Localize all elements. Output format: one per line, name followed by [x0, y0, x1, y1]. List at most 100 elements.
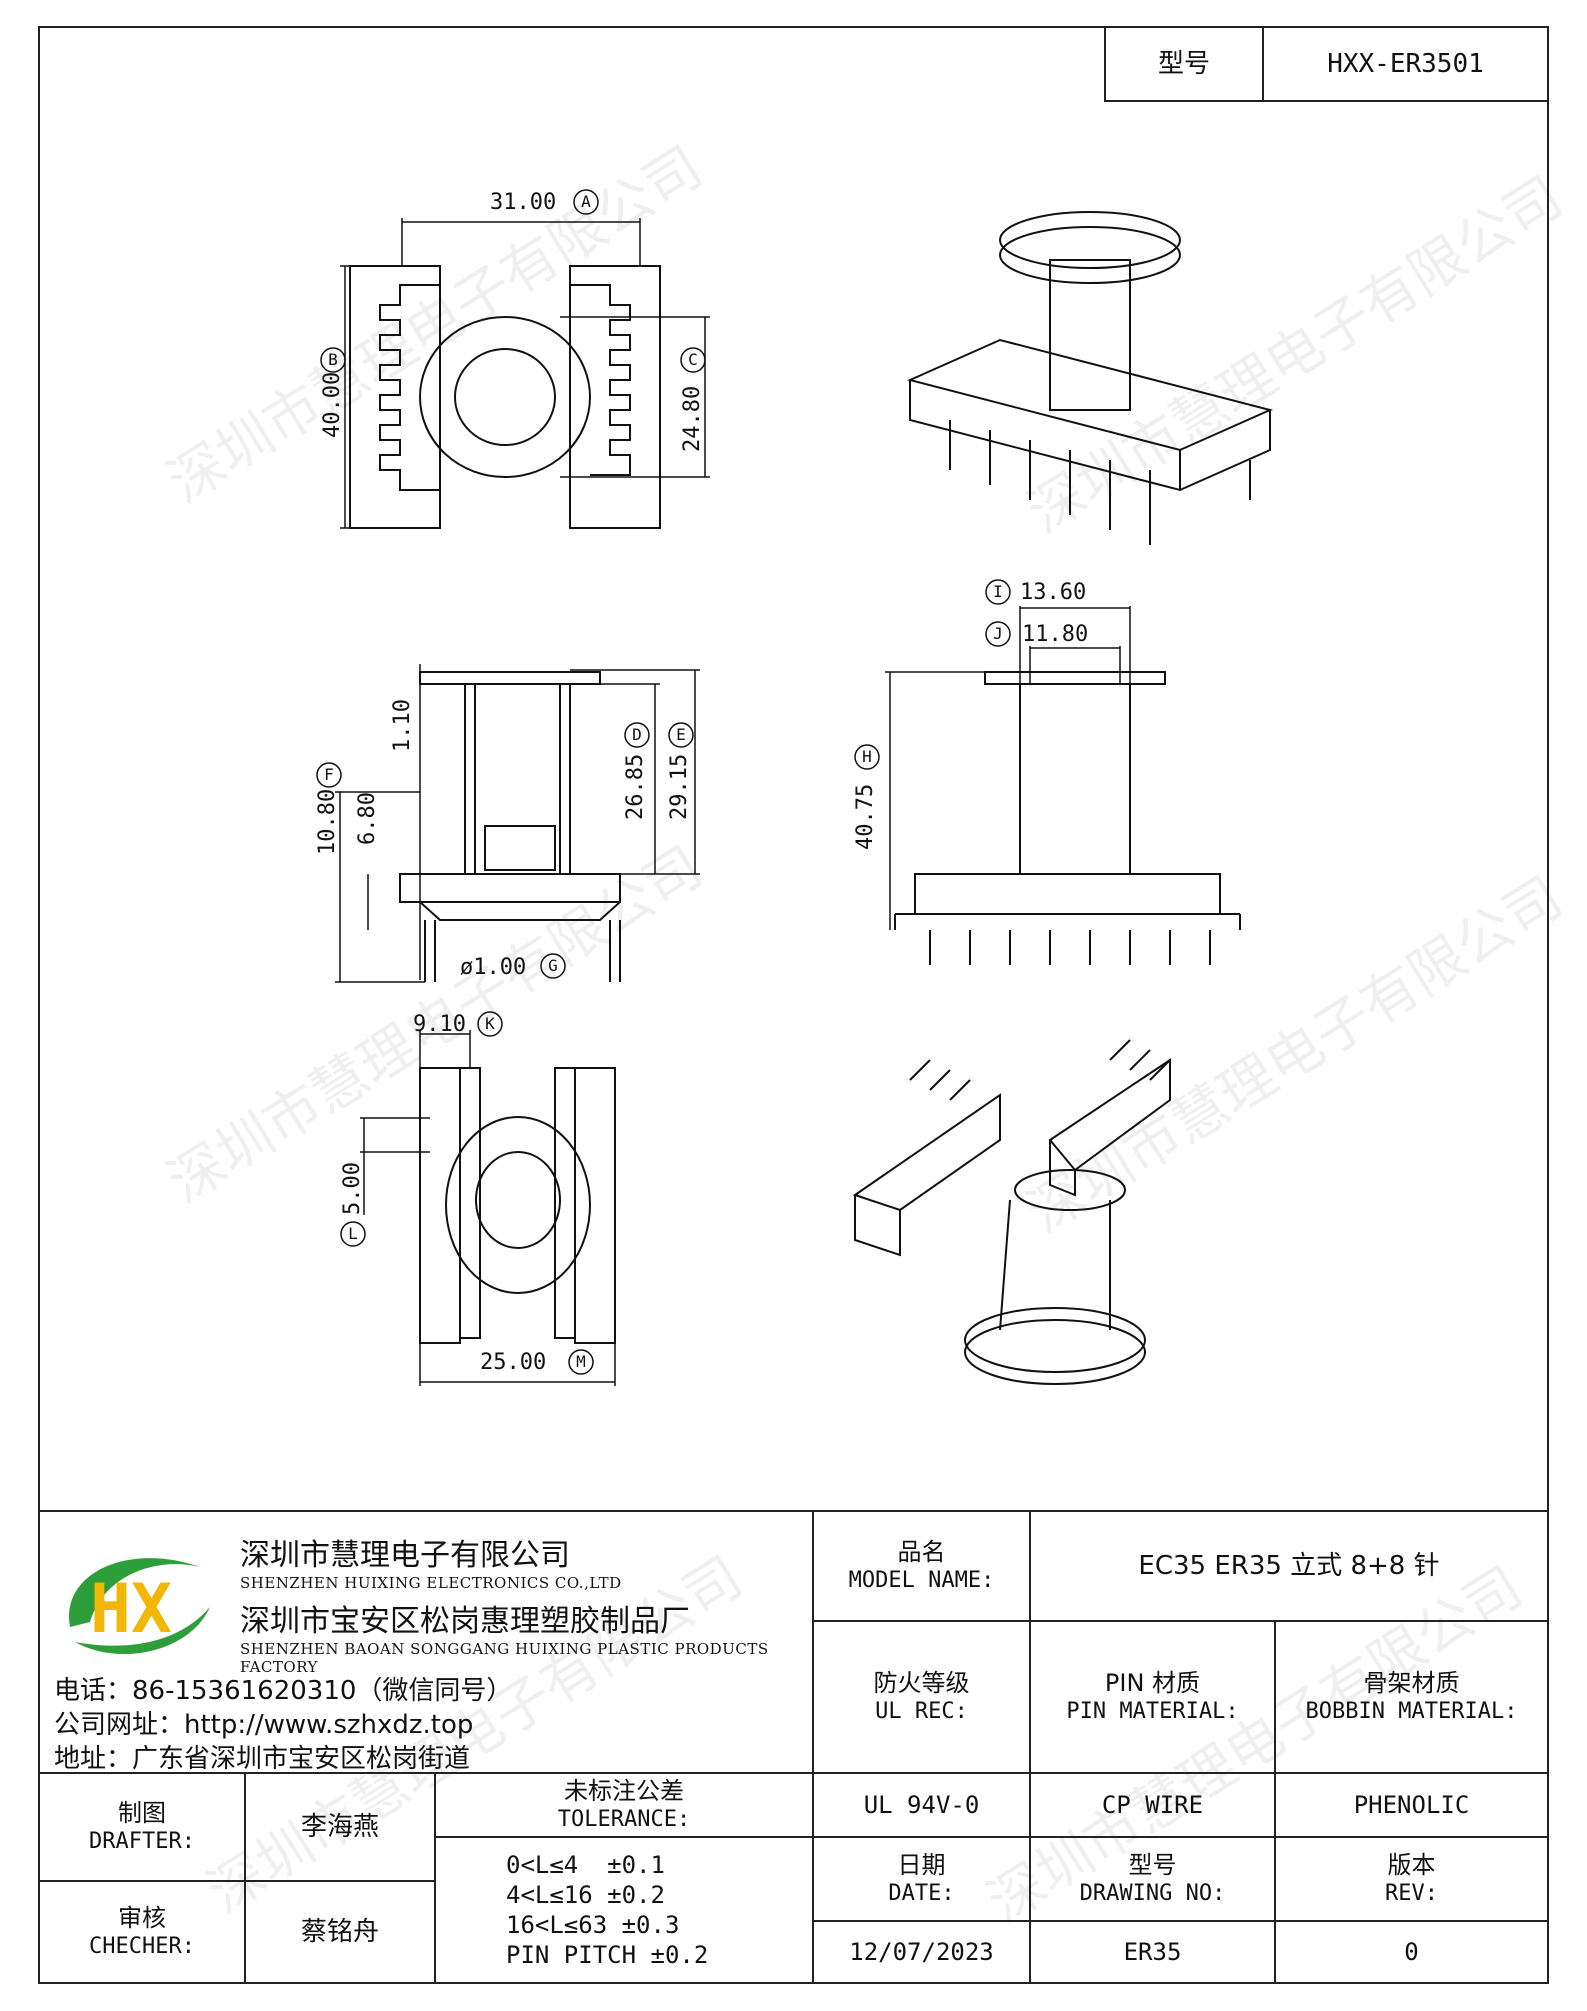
title-block-border — [38, 1510, 1549, 1512]
factory-name-en: SHENZHEN BAOAN SONGGANG HUIXING PLASTIC … — [240, 1640, 769, 1676]
checker-name-cell: 蔡铭舟 — [244, 1880, 436, 1984]
drawing-no-value: ER35 — [1123, 1938, 1182, 1966]
company-area: HX 深圳市慧理电子有限公司 SHENZHEN HUIXING ELECTRON… — [40, 1512, 814, 1774]
drafter-name-cell: 李海燕 — [244, 1772, 436, 1882]
company-name-cn: 深圳市慧理电子有限公司 — [240, 1538, 570, 1573]
dim-g: ø1.00 — [460, 955, 527, 980]
checker-label-cell: 审核 CHECHER: — [38, 1880, 246, 1984]
dim-f: 10.80 — [315, 788, 340, 855]
marker-k: K — [485, 1014, 495, 1033]
drafter-cn: 制图 — [118, 1799, 166, 1828]
dim-d: 26.85 — [623, 753, 648, 820]
pin-value-cell: CP WIRE — [1029, 1772, 1276, 1838]
dim-a: 31.00 — [490, 190, 557, 215]
bobbin-value: PHENOLIC — [1353, 1791, 1470, 1819]
checker-name: 蔡铭舟 — [300, 1916, 379, 1947]
marker-m: M — [576, 1352, 586, 1371]
rev-value-cell: 0 — [1274, 1920, 1549, 1984]
logo-text: HX — [90, 1570, 172, 1649]
company-name-en: SHENZHEN HUIXING ELECTRONICS CO.,LTD — [240, 1574, 622, 1592]
dim-i: 13.60 — [1020, 580, 1087, 605]
rev-label-cell: 版本 REV: — [1274, 1836, 1549, 1922]
model-name-label-cell: 品名 MODEL NAME: — [812, 1510, 1031, 1622]
tolerance-line: 16<L≤63 ±0.3 — [506, 1911, 680, 1939]
marker-h: H — [862, 747, 872, 766]
checker-cn: 审核 — [118, 1904, 166, 1933]
marker-e: E — [676, 725, 686, 744]
dim-c: 24.80 — [680, 385, 705, 452]
dim-h1: 1.10 — [390, 699, 415, 752]
marker-g: G — [548, 956, 558, 975]
pin-label-cell: PIN 材质 PIN MATERIAL: — [1029, 1620, 1276, 1774]
marker-j: J — [993, 624, 1003, 643]
company-phone: 电话：86-15361620310（微信同号） — [54, 1676, 513, 1706]
ul-label-cell: 防火等级 UL REC: — [812, 1620, 1031, 1774]
dim-b: 40.00 — [320, 371, 345, 438]
marker-l: L — [348, 1224, 358, 1243]
date-en: DATE: — [888, 1881, 955, 1907]
bobbin-value-cell: PHENOLIC — [1274, 1772, 1549, 1838]
tolerance-en: TOLERANCE: — [557, 1807, 691, 1833]
ul-value-cell: UL 94V-0 — [812, 1772, 1031, 1838]
tolerance-label-cell: 未标注公差 TOLERANCE: — [434, 1772, 814, 1838]
front-view — [885, 606, 1241, 965]
tolerance-line: 0<L≤4 ±0.1 — [506, 1851, 665, 1879]
bobbin-cn: 骨架材质 — [1363, 1669, 1460, 1698]
rev-value: 0 — [1404, 1938, 1419, 1966]
model-label: 型号 — [1157, 48, 1210, 79]
date-cn: 日期 — [897, 1851, 946, 1880]
model-name-value: EC35 ER35 立式 8+8 针 — [1138, 1550, 1440, 1581]
model-value: HXX-ER3501 — [1327, 48, 1484, 79]
dimension-markers — [316, 189, 1011, 1375]
ul-en: UL REC: — [875, 1699, 968, 1725]
ul-value: UL 94V-0 — [863, 1791, 980, 1819]
model-name-value-cell: EC35 ER35 立式 8+8 针 — [1029, 1510, 1549, 1622]
model-value-cell: HXX-ER3501 — [1262, 26, 1549, 102]
model-name-cn: 品名 — [897, 1538, 946, 1567]
company-logo: HX — [69, 1558, 210, 1655]
isometric-view-bottom — [852, 1039, 1171, 1385]
rev-en: REV: — [1385, 1881, 1438, 1907]
dim-hh: 40.75 — [853, 783, 878, 850]
dim-h2: 6.80 — [355, 792, 380, 845]
drafter-name: 李海燕 — [300, 1811, 379, 1842]
dim-e: 29.15 — [667, 753, 692, 820]
tolerance-line: 4<L≤16 ±0.2 — [506, 1881, 665, 1909]
company-website: 公司网址：http://www.szhxdz.top — [54, 1710, 474, 1740]
top-view — [340, 218, 710, 529]
date-label-cell: 日期 DATE: — [812, 1836, 1031, 1922]
dim-j: 11.80 — [1022, 622, 1089, 647]
drawing-en: DRAWING NO: — [1079, 1881, 1226, 1907]
marker-d: D — [632, 725, 642, 744]
bobbin-en: BOBBIN MATERIAL: — [1305, 1699, 1518, 1725]
date-value-cell: 12/07/2023 — [812, 1920, 1031, 1984]
isometric-view-top — [906, 211, 1274, 545]
factory-name-cn: 深圳市宝安区松岗惠理塑胶制品厂 — [240, 1604, 690, 1639]
company-address: 地址：广东省深圳市宝安区松岗街道 — [54, 1744, 471, 1774]
model-name-en: MODEL NAME: — [848, 1568, 995, 1594]
tolerance-values-cell: 0<L≤4 ±0.1 4<L≤16 ±0.2 16<L≤63 ±0.3 PIN … — [434, 1836, 814, 1984]
marker-f: F — [324, 765, 334, 784]
marker-i: I — [993, 582, 1003, 601]
pin-cn: PIN 材质 — [1104, 1669, 1201, 1698]
bottom-view — [360, 1030, 616, 1386]
drafter-label-cell: 制图 DRAFTER: — [38, 1772, 246, 1882]
side-view — [335, 664, 700, 983]
drawing-no-value-cell: ER35 — [1029, 1920, 1276, 1984]
pin-value: CP WIRE — [1101, 1791, 1204, 1819]
dim-k: 9.10 — [413, 1012, 466, 1037]
marker-c: C — [688, 350, 698, 369]
rev-cn: 版本 — [1387, 1851, 1436, 1880]
date-value: 12/07/2023 — [849, 1938, 994, 1966]
drawing-no-label-cell: 型号 DRAWING NO: — [1029, 1836, 1276, 1922]
drawing-cn: 型号 — [1128, 1851, 1177, 1880]
bobbin-label-cell: 骨架材质 BOBBIN MATERIAL: — [1274, 1620, 1549, 1774]
tolerance-line: PIN PITCH ±0.2 — [506, 1941, 709, 1969]
marker-a: A — [581, 192, 591, 211]
ul-cn: 防火等级 — [873, 1669, 970, 1698]
tolerance-cn: 未标注公差 — [564, 1777, 684, 1806]
drafter-en: DRAFTER: — [89, 1829, 195, 1855]
dim-m: 25.00 — [480, 1350, 547, 1375]
checker-en: CHECHER: — [89, 1934, 195, 1960]
marker-b: B — [328, 350, 338, 369]
